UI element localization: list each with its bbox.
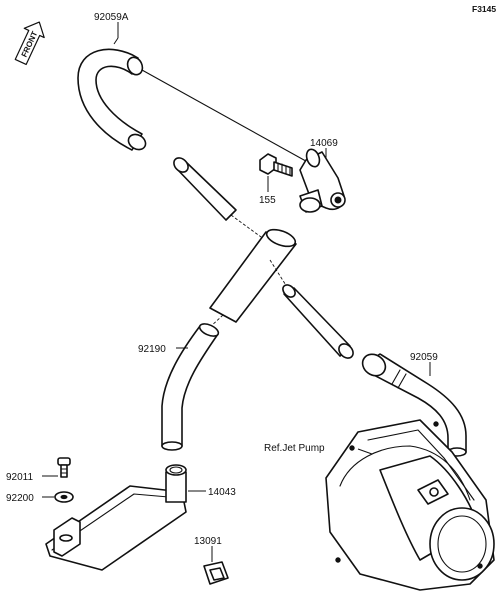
label-92200: 92200 [6,493,34,504]
cover-14043 [45,464,187,571]
hose-92190 [161,323,220,451]
label-155: 155 [259,195,276,206]
front-arrow-icon: FRONT [14,21,45,66]
label-92059a: 92059A [94,12,129,23]
label-92011: 92011 [6,472,34,483]
fitting-14069 [299,148,346,213]
hose-92059a [77,48,147,151]
washer-92200 [54,491,74,503]
bolt-155 [259,153,293,177]
hose-straight-section [173,157,354,359]
clamp-13091 [203,561,229,585]
label-92059: 92059 [410,352,438,363]
screw-92011 [57,457,71,478]
label-14043: 14043 [208,487,236,498]
label-ref-jet-pump: Ref.Jet Pump [264,443,325,454]
label-13091: 13091 [194,536,222,547]
hose-92059 [361,353,467,457]
label-14069: 14069 [310,138,338,149]
figure-code: F3145 [472,4,496,14]
jet-pump [325,419,495,591]
label-92190: 92190 [138,344,166,355]
